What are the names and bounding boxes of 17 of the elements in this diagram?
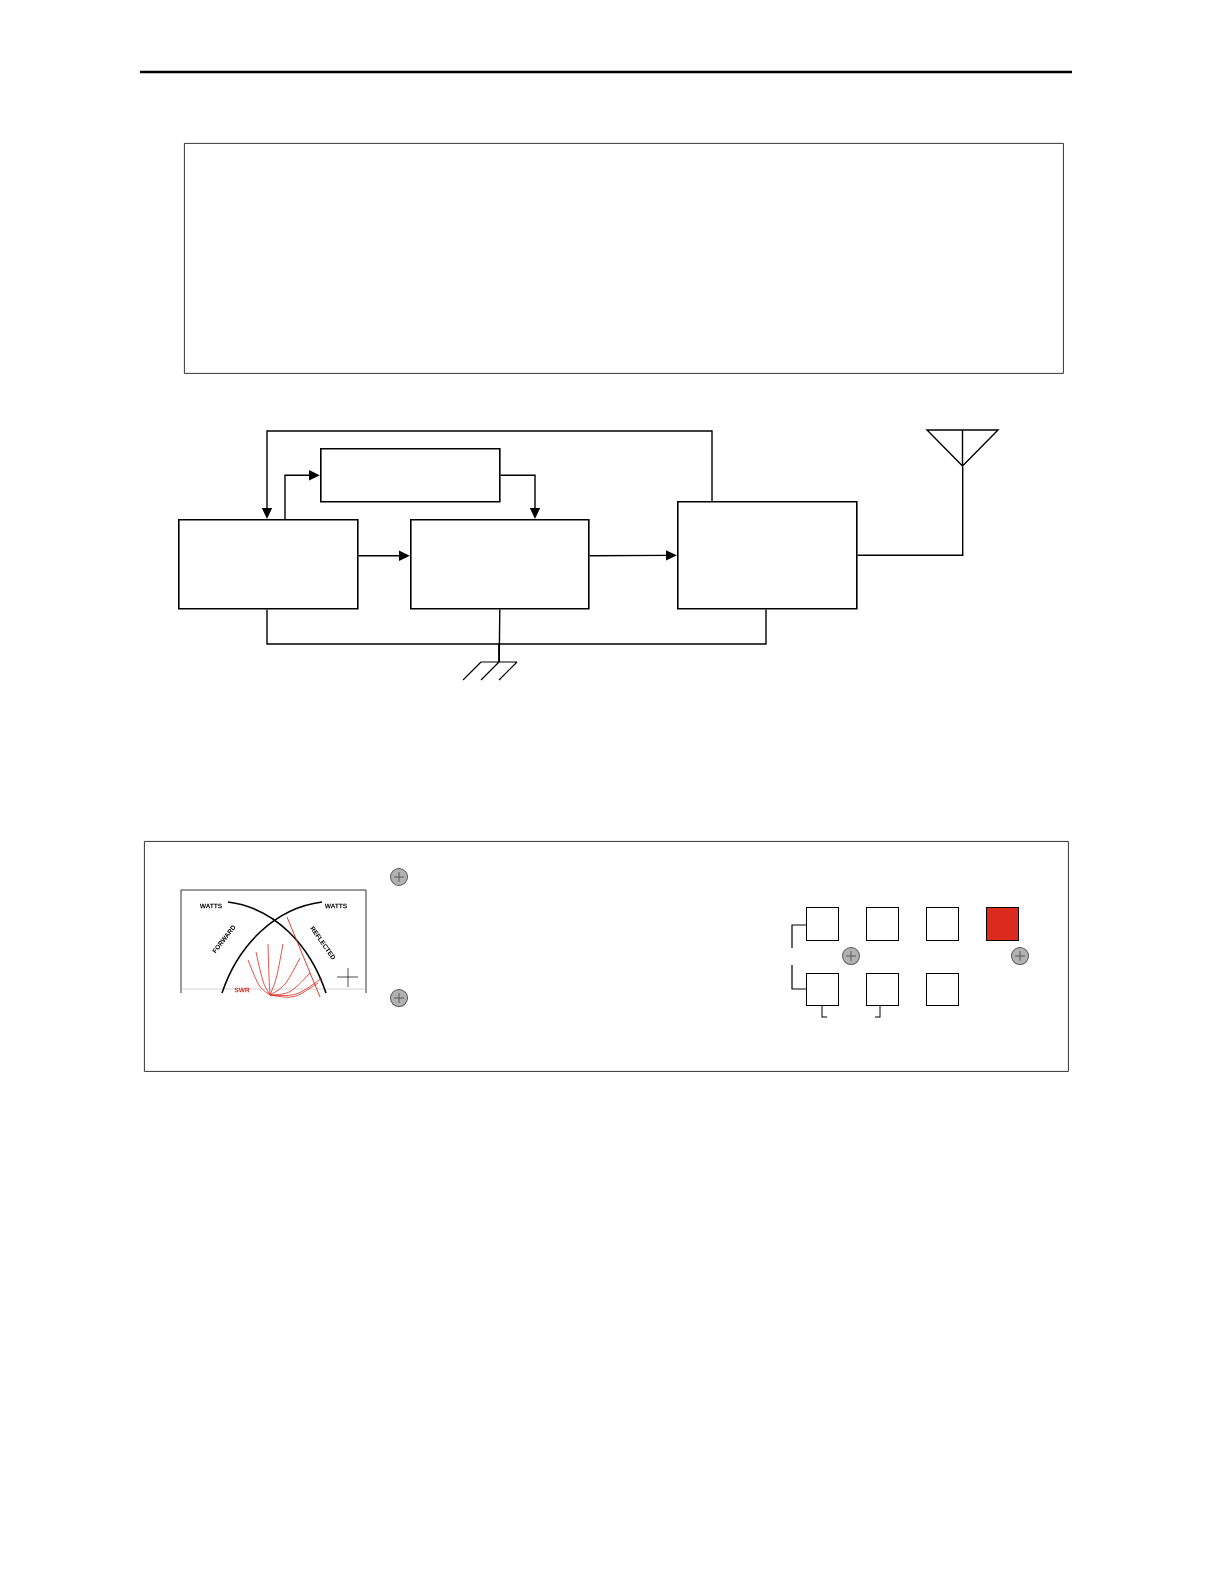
block-box — [178, 519, 359, 610]
block-box — [410, 519, 590, 610]
push-button — [806, 973, 839, 1006]
push-button — [866, 973, 899, 1006]
antenna-symbol — [926, 429, 1000, 467]
front-panel — [144, 841, 1069, 1072]
push-button — [806, 907, 839, 941]
block-box — [320, 448, 501, 503]
push-button — [926, 907, 959, 941]
block-box — [677, 501, 858, 610]
text-frame — [184, 143, 1064, 374]
connector-line — [498, 608, 767, 663]
push-button — [986, 907, 1019, 941]
ground-symbol — [462, 661, 518, 681]
push-button — [866, 907, 899, 941]
push-button — [926, 973, 959, 1006]
connector-line — [856, 465, 964, 556]
